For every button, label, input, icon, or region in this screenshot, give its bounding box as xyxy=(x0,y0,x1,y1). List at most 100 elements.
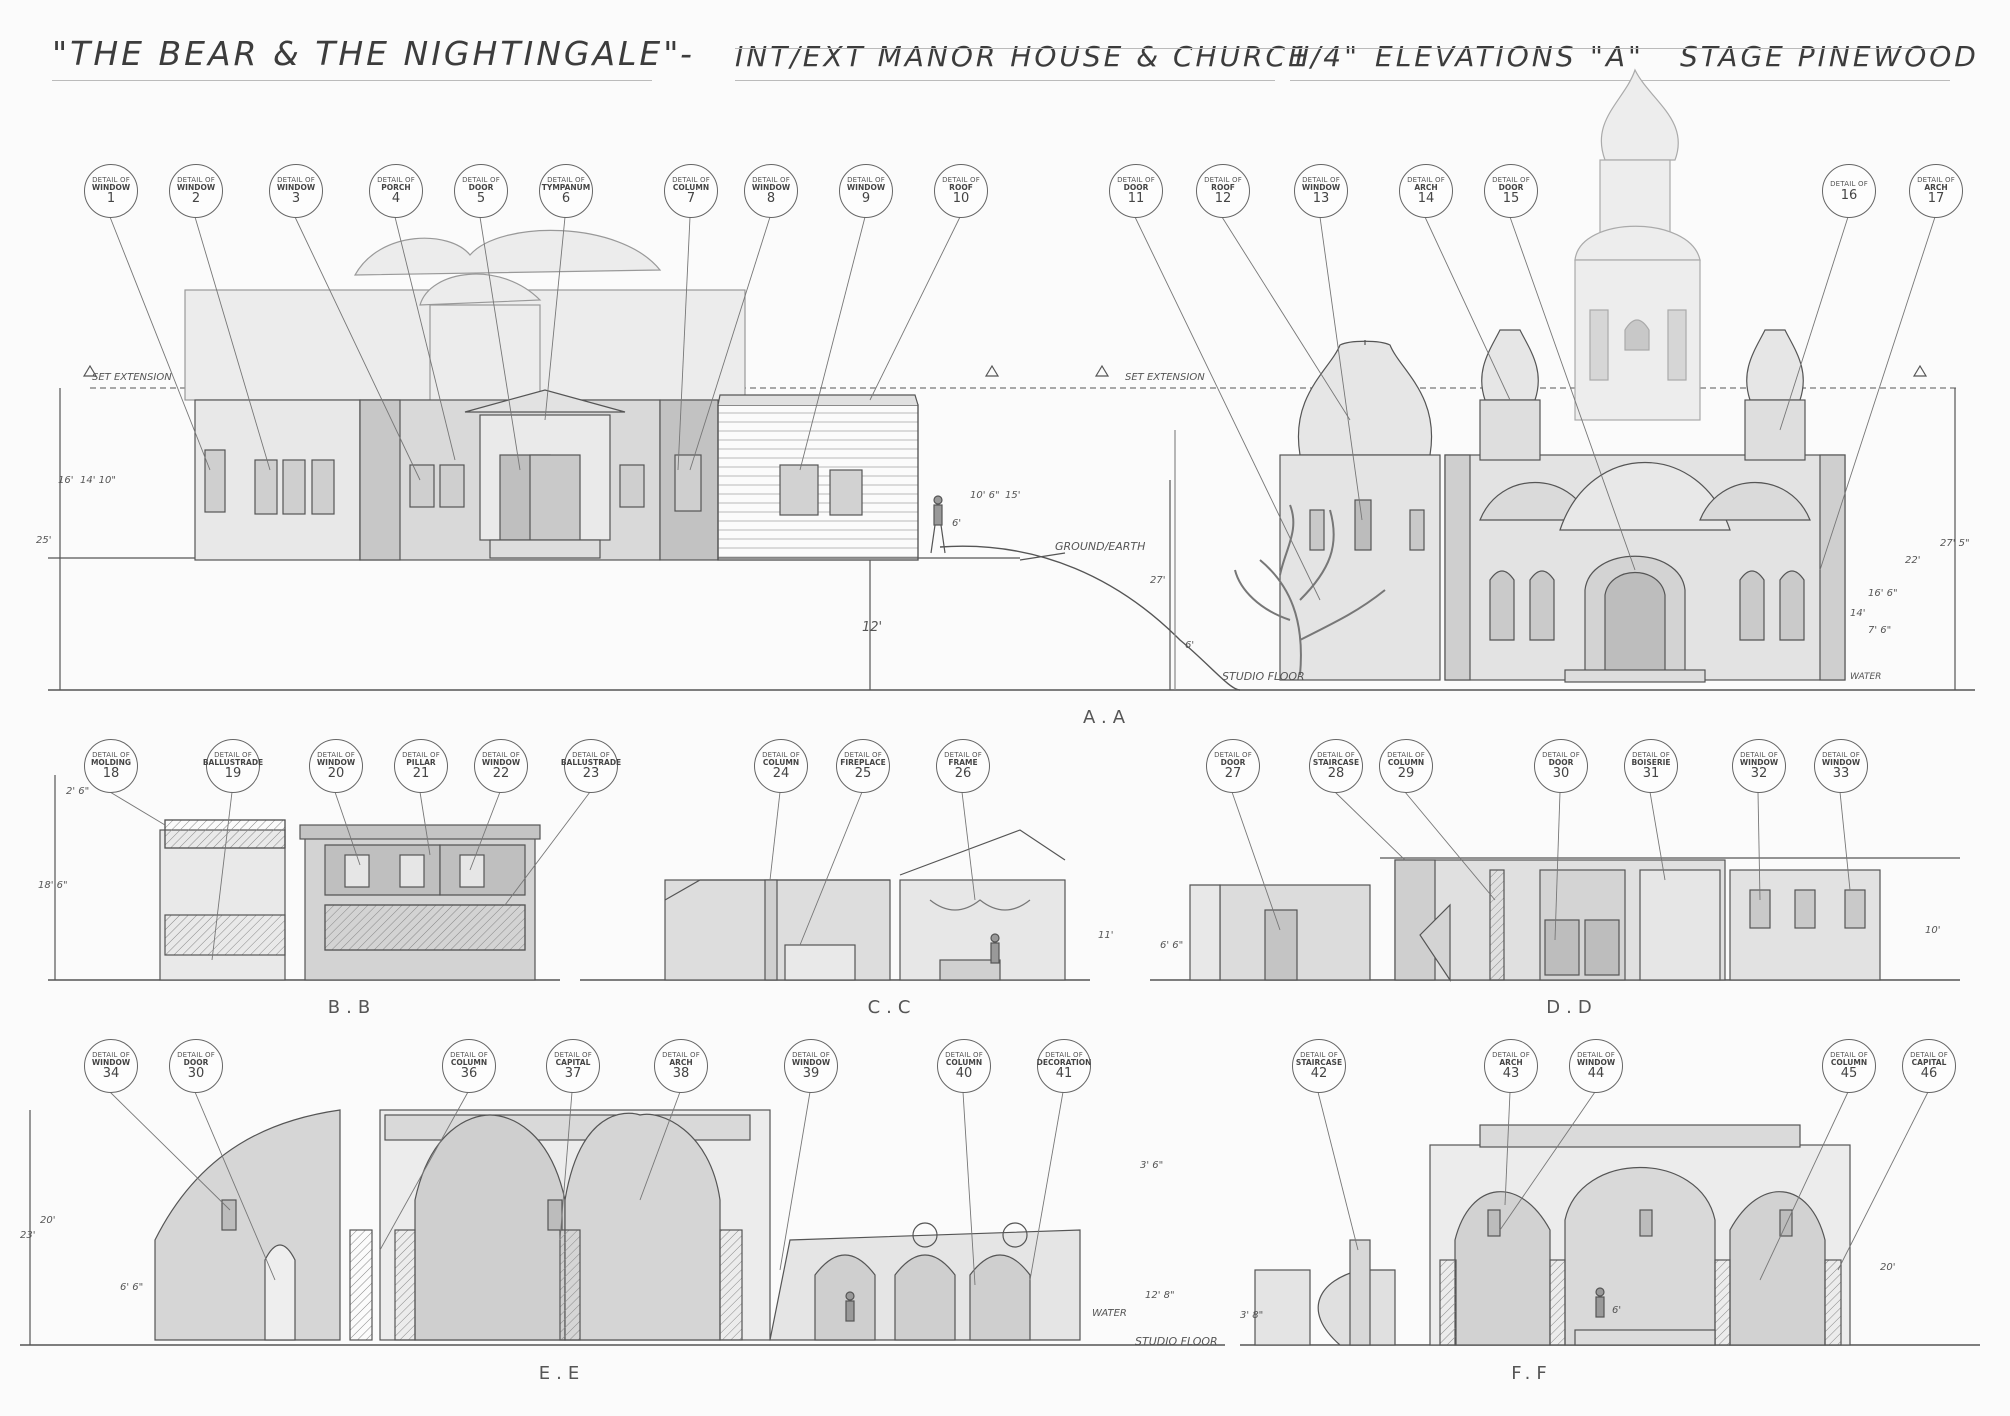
callout-subject: DOOR xyxy=(183,1057,209,1067)
callout-number: 9 xyxy=(861,191,871,207)
callout-subject: STAIRCASE xyxy=(1312,757,1360,767)
callout-leader-line xyxy=(211,791,233,961)
callout-leader-line xyxy=(1334,791,1406,861)
callout-subject: ARCH xyxy=(1414,182,1438,192)
dim-text: 6' xyxy=(1612,1305,1622,1316)
callout-subject: BALLUSTRADE xyxy=(202,757,264,767)
callout-prefix: DETAIL OF xyxy=(572,750,610,759)
callout-prefix: DETAIL OF xyxy=(942,175,980,184)
callout-leader-line xyxy=(1757,791,1761,901)
callout-subject: WINDOW xyxy=(751,182,791,192)
dim-text: 7' 6" xyxy=(1868,625,1892,636)
callout-prefix: DETAIL OF xyxy=(1492,1050,1530,1059)
callout-leader-line xyxy=(1837,1091,1929,1271)
callout-number: 5 xyxy=(476,191,486,207)
dim-text: 14' 10" xyxy=(80,475,116,486)
callout-prefix: DETAIL OF xyxy=(92,1050,130,1059)
dim-text: 16' xyxy=(58,475,74,486)
dim-text: 2' 6" xyxy=(66,786,90,797)
callout-subject: TYMPANUM xyxy=(541,182,591,192)
callout-subject: DOOR xyxy=(1220,757,1246,767)
callout-prefix: DETAIL OF xyxy=(1910,1050,1948,1059)
callout-number: 15 xyxy=(1502,191,1520,207)
dim-text: 25' xyxy=(36,535,52,546)
callout-prefix: DETAIL OF xyxy=(1830,179,1868,188)
callout-number: 2 xyxy=(191,191,201,207)
callout-leader-line xyxy=(1509,216,1636,571)
callout-leader-line xyxy=(294,216,421,481)
callout-leader-line xyxy=(109,1091,231,1211)
callout-leader-line xyxy=(1404,791,1496,901)
callout-prefix: DETAIL OF xyxy=(1317,750,1355,759)
section-tag-ee: E.E xyxy=(538,1362,586,1384)
callout-prefix: DETAIL OF xyxy=(762,750,800,759)
section-tag-bb: B.B xyxy=(327,996,377,1018)
callout-subject: DOOR xyxy=(1498,182,1524,192)
callout-subject: WINDOW xyxy=(91,1057,131,1067)
callout-number: 29 xyxy=(1397,766,1415,782)
callout-prefix: DETAIL OF xyxy=(482,750,520,759)
callout-subject: WINDOW xyxy=(846,182,886,192)
callout-prefix: DETAIL OF xyxy=(1917,175,1955,184)
callout-number: 4 xyxy=(391,191,401,207)
callout-subject: WINDOW xyxy=(1821,757,1861,767)
callout-leader-line xyxy=(1819,216,1936,571)
callout-prefix: DETAIL OF xyxy=(214,750,252,759)
callout-subject: ARCH xyxy=(1499,1057,1523,1067)
callout-number: 40 xyxy=(955,1066,973,1082)
callout-leader-line xyxy=(109,791,166,826)
title-elevations: ELEVATIONS xyxy=(1375,40,1577,73)
dim-text: 20' xyxy=(1880,1262,1896,1273)
callout-subject: ROOF xyxy=(1211,182,1235,192)
callout-number: 42 xyxy=(1310,1066,1328,1082)
callout-number: 16 xyxy=(1840,187,1858,203)
callout-prefix: DETAIL OF xyxy=(1407,175,1445,184)
title-dash: - xyxy=(680,34,695,73)
callout-number: 38 xyxy=(672,1066,690,1082)
callout-prefix: DETAIL OF xyxy=(672,175,710,184)
callout-number: 36 xyxy=(460,1066,478,1082)
callout-subject: WINDOW xyxy=(791,1057,831,1067)
callout-leader-line xyxy=(109,216,211,471)
callout-leader-line xyxy=(799,791,863,946)
callout-number: 3 xyxy=(291,191,301,207)
callout-number: 43 xyxy=(1502,1066,1520,1082)
callout-prefix: DETAIL OF xyxy=(1577,1050,1615,1059)
set-extension-label: SET EXTENSION xyxy=(1125,372,1205,383)
callout-leader-line xyxy=(1317,1091,1359,1251)
callout-subject: PORCH xyxy=(381,182,411,192)
callout-number: 37 xyxy=(564,1066,582,1082)
ground-label: GROUND/EARTH xyxy=(1055,540,1146,553)
dim-text: 6' xyxy=(1185,640,1195,651)
dim-text: 27' 5" xyxy=(1940,538,1970,549)
title-film: "THE BEAR & THE NIGHTINGALE" xyxy=(52,34,682,73)
dim-text: 16' 6" xyxy=(1868,588,1898,599)
title-stage: STAGE PINEWOOD xyxy=(1680,40,1979,73)
callout-prefix: DETAIL OF xyxy=(554,1050,592,1059)
dim-text: 11' xyxy=(1098,930,1114,941)
callout-prefix: DETAIL OF xyxy=(1204,175,1242,184)
